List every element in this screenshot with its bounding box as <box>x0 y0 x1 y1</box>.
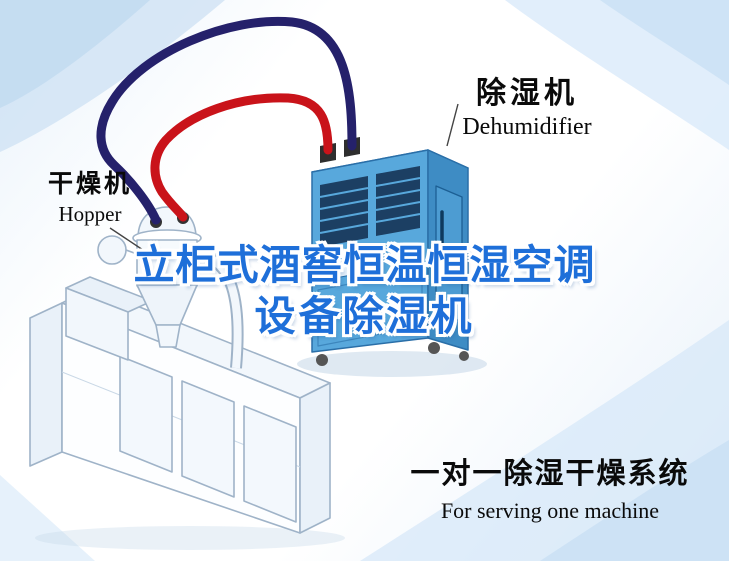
hopper-label-en: Hopper <box>58 202 122 226</box>
footer-caption: 一对一除湿干燥系统 For serving one machine <box>398 450 702 524</box>
dehumidifier-label: 除湿机 Dehumidifier <box>432 68 622 141</box>
head-block-front <box>65 287 129 361</box>
dehumidifier-label-cn: 除湿机 <box>476 76 578 111</box>
dehumidifier-pointer-line <box>446 103 459 147</box>
hopper-label-cn: 干燥机 <box>47 169 132 198</box>
swoosh-bottom-right-inner <box>540 440 729 561</box>
main-title: 立柜式酒窖恒温恒湿空调 设备除湿机 <box>0 240 729 343</box>
control-display <box>329 255 363 280</box>
body-right-face <box>299 382 331 534</box>
swoosh-top-right-inner <box>600 0 729 85</box>
front-panel-3 <box>243 405 297 523</box>
front-panel-2 <box>181 380 235 498</box>
pointer-lines <box>109 103 459 251</box>
hopper-neck <box>155 324 181 348</box>
pipe-red <box>150 93 333 222</box>
swoosh-top-left-inner <box>0 0 150 108</box>
vent-grille <box>375 166 421 236</box>
hoses <box>96 16 357 225</box>
footer-caption-cn: 一对一除湿干燥系统 <box>410 456 690 490</box>
pipe-navy <box>96 16 357 225</box>
main-title-line2: 设备除湿机 <box>254 292 475 341</box>
cyclone-hopper-illustration <box>132 206 244 369</box>
footer-caption-en: For serving one machine <box>440 498 660 523</box>
caster-wheel <box>428 342 440 354</box>
dehumidifier-label-en: Dehumidifier <box>462 114 592 140</box>
hopper-pointer-line <box>109 227 144 251</box>
dehumidifier-shadow <box>297 351 487 377</box>
hopper-duct-inner <box>196 251 242 369</box>
caster-wheel <box>459 351 469 361</box>
front-door <box>317 269 423 347</box>
blower-link <box>125 249 138 255</box>
hopper-machine-shadow <box>35 526 345 550</box>
caster-wheel <box>316 354 328 366</box>
swoosh-bottom-left <box>0 475 95 561</box>
main-title-line1: 立柜式酒窖恒温恒湿空调 <box>133 241 596 289</box>
front-panel-1 <box>119 355 173 473</box>
vent-grille <box>319 176 369 247</box>
hopper-machine-illustration <box>29 235 345 550</box>
hopper-label: 干燥机 Hopper <box>30 164 150 227</box>
